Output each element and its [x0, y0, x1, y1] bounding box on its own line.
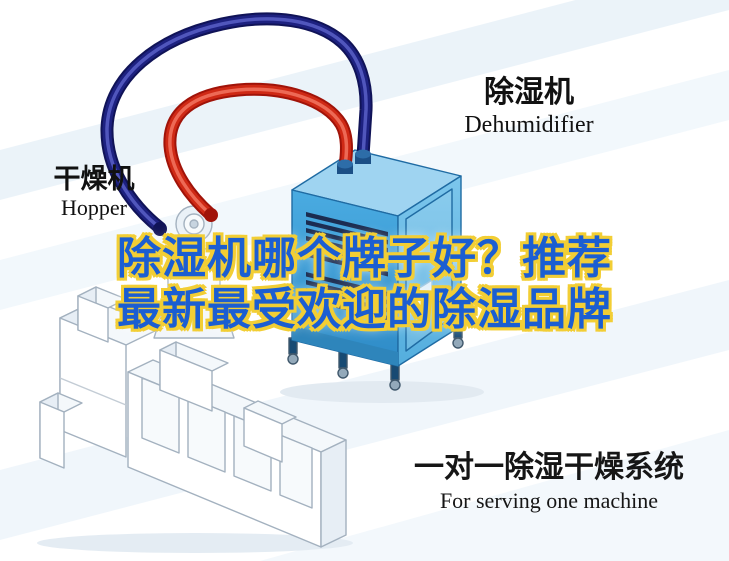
dehumidifier-label: 除湿机 Dehumidifier [444, 76, 614, 140]
caster-wheel [287, 353, 299, 365]
vent-grille [306, 212, 388, 321]
caster-wheel [337, 367, 349, 379]
front-step [39, 392, 83, 469]
hopper-drum [153, 237, 235, 339]
caption-en: For serving one machine [439, 488, 659, 513]
caster-wheel [452, 337, 464, 349]
caster-wheel [389, 379, 401, 391]
caption-cn: 一对一除湿干燥系统 [414, 451, 684, 484]
headline-line1: 除湿机哪个牌子好？推荐 [117, 234, 612, 283]
navy-return-hose [100, 12, 373, 235]
hopper-machine [37, 205, 353, 553]
dehumidifier-label-cn: 除湿机 [484, 76, 574, 109]
hopper-label-cn: 干燥机 [53, 164, 135, 194]
side-sticker [409, 279, 433, 315]
base-trim [292, 326, 398, 366]
navy-hose-fitting [355, 149, 371, 159]
dehumidifier-label-en: Dehumidifier [464, 112, 594, 138]
barrel-panel [279, 434, 313, 509]
side-door-panel [405, 188, 453, 352]
tower-top-box [77, 286, 127, 343]
dehumidifier-shadow [280, 381, 484, 403]
red-hose-cap [204, 208, 218, 222]
navy-hose-cap [153, 222, 167, 236]
door-handle [444, 246, 448, 259]
headline: 除湿机哪个牌子好？推荐 最新最受欢迎的除湿品牌 [0, 233, 729, 335]
barrel-block [127, 359, 347, 548]
red-supply-hose [163, 82, 353, 221]
hopper-label: 干燥机 Hopper [44, 164, 144, 222]
hose-couplings [153, 149, 371, 236]
headline-line2: 最新最受欢迎的除湿品牌 [117, 285, 612, 334]
barrel-top-box [243, 400, 297, 463]
hopper-machine-shadow [37, 533, 353, 553]
red-hose-fitting [337, 159, 353, 169]
dehumidifier-machine [280, 149, 484, 403]
streak [260, 430, 729, 561]
hopper-label-en: Hopper [61, 195, 127, 220]
dehumidifier-side-face [397, 175, 462, 367]
caster-feet [287, 323, 464, 391]
hoses [100, 12, 373, 236]
hopper-pedestal [159, 341, 229, 412]
caption: 一对一除湿干燥系统 For serving one machine [404, 450, 694, 516]
